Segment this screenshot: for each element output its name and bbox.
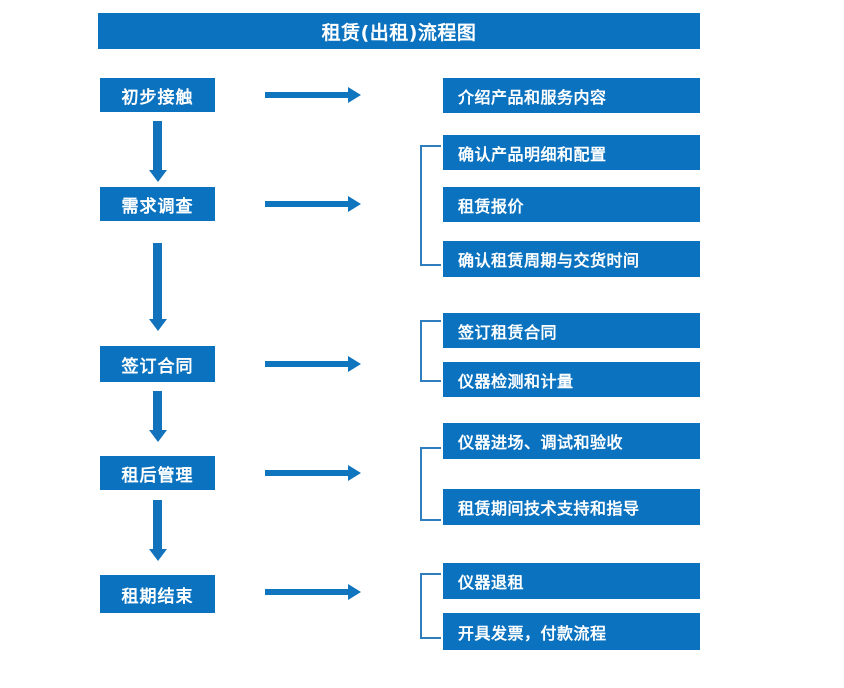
arrow-head-icon <box>148 430 167 442</box>
vertical-arrow-2 <box>148 243 167 331</box>
vertical-arrow-3 <box>148 391 167 442</box>
group-bracket-4 <box>420 447 441 521</box>
detail-node-2-2[interactable]: 租赁报价 <box>443 187 700 222</box>
stage-node-3[interactable]: 签订合同 <box>100 346 215 382</box>
arrow-head-icon <box>348 356 361 372</box>
arrow-head-icon <box>148 170 167 182</box>
arrow-head-icon <box>348 465 361 481</box>
horizontal-arrow-4 <box>265 465 361 481</box>
arrow-head-icon <box>148 549 167 561</box>
detail-node-3-2[interactable]: 仪器检测和计量 <box>443 362 700 397</box>
arrow-head-icon <box>148 319 167 331</box>
detail-node-4-1[interactable]: 仪器进场、调试和验收 <box>443 423 700 459</box>
detail-node-5-2[interactable]: 开具发票，付款流程 <box>443 613 700 650</box>
group-bracket-5 <box>420 573 441 639</box>
stage-node-4[interactable]: 租后管理 <box>100 456 215 490</box>
horizontal-arrow-5 <box>265 584 361 600</box>
group-bracket-3 <box>420 320 441 382</box>
stage-node-2[interactable]: 需求调查 <box>100 187 215 221</box>
horizontal-arrow-2 <box>265 196 361 212</box>
stage-node-5[interactable]: 租期结束 <box>100 575 215 613</box>
horizontal-arrow-1 <box>265 87 361 103</box>
vertical-arrow-1 <box>148 121 167 182</box>
arrow-head-icon <box>348 196 361 212</box>
detail-node-4-2[interactable]: 租赁期间技术支持和指导 <box>443 489 700 525</box>
detail-node-1-1[interactable]: 介绍产品和服务内容 <box>443 78 700 113</box>
vertical-arrow-4 <box>148 500 167 561</box>
detail-node-2-1[interactable]: 确认产品明细和配置 <box>443 135 700 170</box>
detail-node-5-1[interactable]: 仪器退租 <box>443 563 700 599</box>
diagram-title: 租赁(出租)流程图 <box>98 13 700 49</box>
arrow-head-icon <box>348 87 361 103</box>
detail-node-3-1[interactable]: 签订租赁合同 <box>443 313 700 348</box>
detail-node-2-3[interactable]: 确认租赁周期与交货时间 <box>443 241 700 277</box>
stage-node-1[interactable]: 初步接触 <box>100 78 215 112</box>
horizontal-arrow-3 <box>265 356 361 372</box>
arrow-head-icon <box>348 584 361 600</box>
group-bracket-2 <box>420 145 441 266</box>
